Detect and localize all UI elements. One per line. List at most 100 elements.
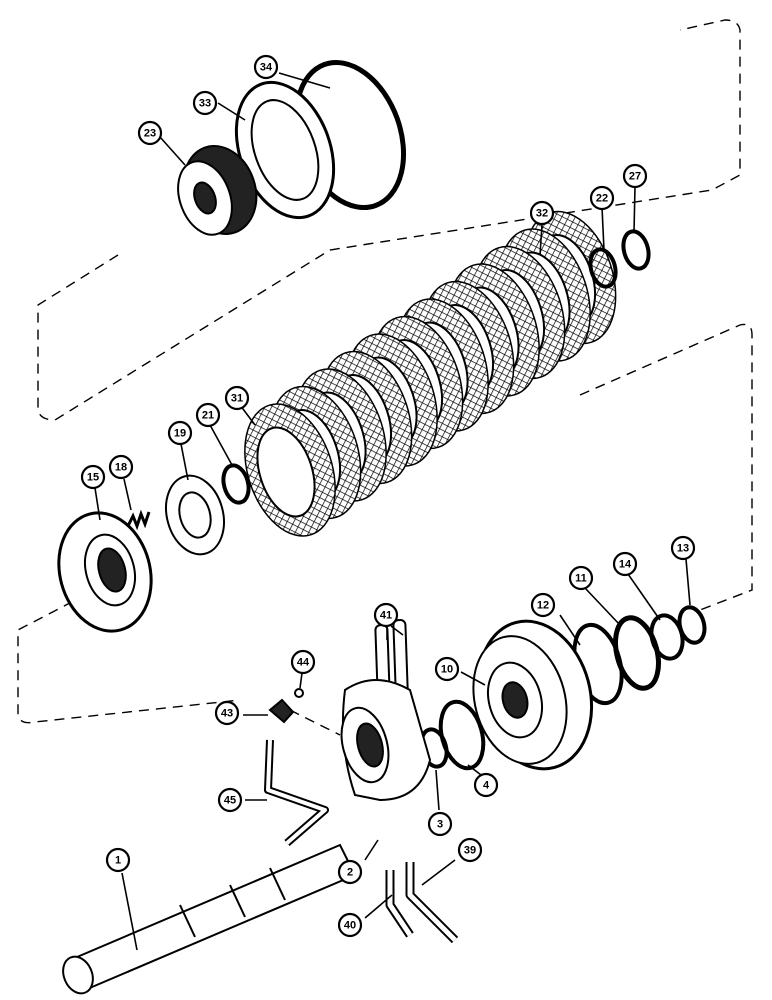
callout-circle bbox=[622, 163, 648, 189]
callout-circle bbox=[457, 837, 483, 863]
callout-number: 34 bbox=[260, 62, 273, 74]
callout-22: 22 bbox=[589, 185, 615, 211]
callout-34: 34 bbox=[253, 54, 279, 80]
seal-ring-13 bbox=[677, 605, 707, 645]
callout-number: 13 bbox=[677, 543, 689, 555]
callout-21: 21 bbox=[195, 402, 221, 428]
manifold-2 bbox=[340, 679, 432, 802]
callout-circle bbox=[373, 602, 399, 628]
callout-number: 3 bbox=[437, 819, 443, 831]
callout-2: 2 bbox=[337, 859, 363, 885]
o-ring-44 bbox=[294, 688, 304, 698]
callout-circle bbox=[192, 90, 218, 116]
callout-number: 14 bbox=[619, 559, 632, 571]
callout-circle bbox=[612, 551, 638, 577]
callout-circle bbox=[434, 656, 460, 682]
callout-circle bbox=[568, 565, 594, 591]
callout-circle bbox=[105, 847, 131, 873]
snap-ring-22 bbox=[588, 247, 618, 289]
callout-circle bbox=[224, 385, 250, 411]
callout-number: 27 bbox=[629, 171, 641, 183]
callout-3: 3 bbox=[427, 811, 453, 837]
spring-18 bbox=[125, 509, 151, 531]
callout-18: 18 bbox=[108, 454, 134, 480]
callout-40: 40 bbox=[337, 912, 363, 938]
callout-14: 14 bbox=[612, 551, 638, 577]
callout-44: 44 bbox=[290, 649, 316, 675]
callout-number: 31 bbox=[231, 393, 243, 405]
tube-40 bbox=[385, 870, 414, 938]
callout-circle bbox=[108, 454, 134, 480]
assembly-boundary-lines bbox=[17, 19, 753, 736]
callout-number: 43 bbox=[221, 708, 233, 720]
callout-number: 44 bbox=[297, 657, 310, 669]
shaft-1 bbox=[62, 843, 357, 995]
callout-number: 39 bbox=[464, 845, 476, 857]
callout-circle bbox=[253, 54, 279, 80]
callout-number: 21 bbox=[202, 410, 214, 422]
callout-number: 33 bbox=[199, 98, 211, 110]
callout-41: 41 bbox=[373, 602, 399, 628]
callout-labels: 3433233222273121191815414443121114131045… bbox=[80, 54, 696, 938]
callout-1: 1 bbox=[105, 847, 131, 873]
callout-circle bbox=[80, 464, 106, 490]
callout-number: 10 bbox=[441, 664, 453, 676]
callout-circle bbox=[589, 185, 615, 211]
callout-number: 12 bbox=[537, 600, 549, 612]
callout-circle bbox=[529, 200, 555, 226]
callout-19: 19 bbox=[167, 420, 193, 446]
callout-32: 32 bbox=[529, 200, 555, 226]
callout-circle bbox=[670, 535, 696, 561]
elbow-fitting-43 bbox=[268, 698, 295, 724]
callout-number: 41 bbox=[380, 610, 392, 622]
callout-circle bbox=[473, 772, 499, 798]
callout-43: 43 bbox=[214, 700, 240, 726]
clutch-plate-33 bbox=[234, 80, 336, 220]
clutch-disc bbox=[244, 403, 336, 537]
callout-13: 13 bbox=[670, 535, 696, 561]
callout-number: 19 bbox=[174, 428, 186, 440]
callout-12: 12 bbox=[530, 592, 556, 618]
callout-circle bbox=[427, 811, 453, 837]
callout-23: 23 bbox=[137, 120, 163, 146]
piston-15 bbox=[57, 511, 153, 633]
callout-33: 33 bbox=[192, 90, 218, 116]
callout-number: 23 bbox=[144, 128, 156, 140]
callout-circle bbox=[214, 700, 240, 726]
callout-number: 22 bbox=[596, 193, 608, 205]
callout-31: 31 bbox=[224, 385, 250, 411]
snap-ring-27 bbox=[621, 229, 651, 271]
leader-lines bbox=[94, 72, 691, 951]
callout-11: 11 bbox=[568, 565, 594, 591]
clutch-disc-pack-32 bbox=[244, 210, 617, 537]
callout-circle bbox=[530, 592, 556, 618]
callout-circle bbox=[167, 420, 193, 446]
tube-39 bbox=[405, 862, 459, 944]
tube-45 bbox=[264, 739, 329, 847]
callout-circle bbox=[195, 402, 221, 428]
callout-number: 40 bbox=[344, 920, 356, 932]
callout-number: 1 bbox=[115, 855, 121, 867]
thrust-washer-19 bbox=[165, 474, 225, 556]
callout-27: 27 bbox=[622, 163, 648, 189]
callout-45: 45 bbox=[217, 787, 243, 813]
clutch-hub-23 bbox=[177, 145, 258, 236]
callout-number: 4 bbox=[483, 780, 490, 792]
callout-number: 15 bbox=[87, 472, 99, 484]
callout-number: 11 bbox=[575, 573, 587, 585]
callout-circle bbox=[337, 912, 363, 938]
callout-10: 10 bbox=[434, 656, 460, 682]
callout-circle bbox=[137, 120, 163, 146]
snap-ring-21 bbox=[221, 463, 251, 505]
callout-39: 39 bbox=[457, 837, 483, 863]
callout-number: 2 bbox=[347, 867, 353, 879]
callout-number: 32 bbox=[536, 208, 548, 220]
clutch-housing-10 bbox=[472, 619, 594, 771]
callout-circle bbox=[290, 649, 316, 675]
callout-circle bbox=[337, 859, 363, 885]
callout-circle bbox=[217, 787, 243, 813]
callout-4: 4 bbox=[473, 772, 499, 798]
callout-15: 15 bbox=[80, 464, 106, 490]
callout-number: 45 bbox=[224, 795, 236, 807]
